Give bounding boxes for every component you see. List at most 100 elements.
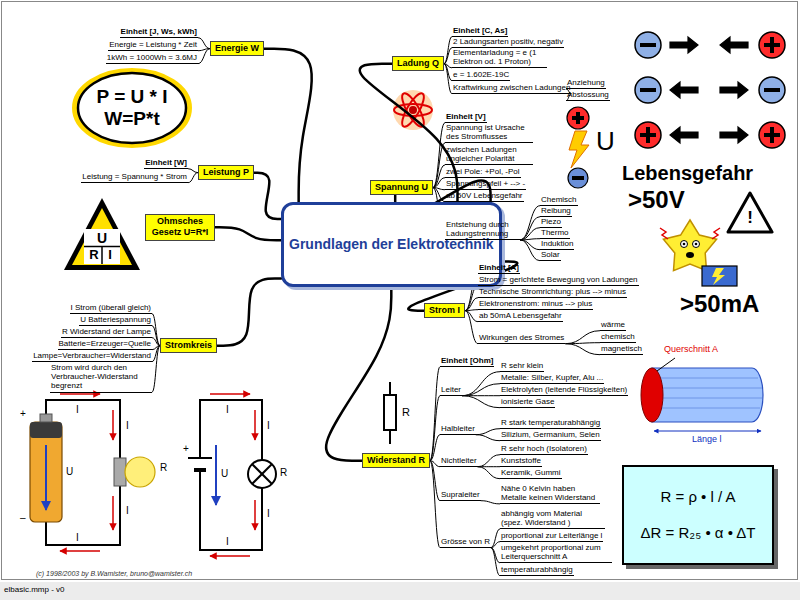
- branch-leaf: Anziehung: [566, 78, 606, 89]
- ellipse-halo: [75, 71, 189, 145]
- leader-line: [433, 123, 445, 188]
- branch-leaf: Grösse von R: [440, 537, 491, 548]
- circuit-label: R: [280, 467, 287, 478]
- leader-line: [152, 314, 160, 346]
- conductor-cylinder: [641, 358, 763, 431]
- leader-line: [430, 461, 440, 501]
- warning-sign: [728, 193, 772, 232]
- branch-box: Spannung U: [370, 180, 433, 195]
- warning-text: Lebensgefahr: [622, 162, 753, 185]
- branch-title: Strom I: [429, 305, 460, 316]
- branch-title: Spannung U: [375, 182, 428, 193]
- leader-line: [520, 217, 540, 240]
- triangle-fill: [72, 208, 132, 265]
- ellipse-outline: [78, 73, 186, 143]
- circuit-label: +: [20, 408, 26, 419]
- leader-line: [476, 435, 500, 441]
- triangle-panel: [84, 229, 120, 264]
- force-arrow: [720, 82, 748, 98]
- triangle-letter: I: [102, 247, 118, 263]
- branch-leaf: Keramik, Gummi: [500, 468, 562, 479]
- circuit-label: U: [66, 466, 73, 477]
- leader-line: [491, 529, 500, 548]
- leader-line: [476, 429, 500, 435]
- branch-leaf: Silizium, Germanium, Selen: [500, 430, 601, 441]
- branch-leaf: Energie = Leistung * Zeit: [108, 40, 198, 51]
- dimension-label: Länge l: [692, 434, 722, 444]
- positive-charge: [759, 122, 785, 148]
- leader-line: [478, 455, 500, 467]
- branch-line: [326, 287, 391, 461]
- circuit-label: +: [183, 443, 189, 454]
- leader-line: [152, 346, 160, 392]
- branch-leaf: umgekehrt proportional zum Leiterquersch…: [500, 543, 612, 563]
- leader-line: [520, 240, 540, 250]
- unit-leaf: Einheit [A]: [478, 263, 520, 274]
- branch-leaf: zwei Pole: +Pol, -Pol: [445, 167, 521, 178]
- branch-leaf: Metalle: Silber, Kupfer, Alu ...: [500, 373, 604, 384]
- branch-title: Leistung P: [203, 167, 249, 178]
- branch-leaf: Elementarladung = e (1 Elektron od. 1 Pr…: [452, 48, 547, 68]
- battery-circuit: [30, 394, 155, 551]
- branch-leaf: R Widerstand der Lampe: [61, 327, 152, 338]
- ohm-triangle: URI: [62, 196, 142, 272]
- warning-value: >50mA: [680, 291, 759, 317]
- force-arrow: [670, 37, 698, 53]
- unit-leaf: Einheit [Ohm]: [440, 356, 494, 367]
- branch-title: Ladung Q: [397, 58, 439, 69]
- circuit-label: I: [226, 404, 229, 415]
- branch-leaf: Elektrolyten (leitende Flüssigkeiten): [500, 385, 628, 396]
- divider-line: [101, 247, 103, 265]
- positive-charge: [759, 32, 785, 58]
- branch-leaf: Solar: [540, 250, 561, 261]
- warning-mark: !: [745, 208, 755, 228]
- unit-leaf: Einheit [W]: [144, 158, 188, 169]
- branch-title: Stromkreis: [165, 340, 212, 351]
- branch-leaf: Reibung: [540, 206, 572, 217]
- unit-leaf: Einheit [C, As]: [452, 26, 508, 37]
- leader-line: [433, 143, 445, 188]
- triangle-letter: R: [86, 247, 102, 263]
- leader-line: [520, 228, 540, 240]
- leader-line: [565, 331, 600, 344]
- formula-text: P = U * I: [97, 86, 168, 108]
- branch-title: Widerstand R: [367, 455, 425, 466]
- circuit-label: I: [76, 532, 79, 543]
- branch-leaf: Nichtleiter: [440, 456, 478, 467]
- resistor-symbol: [384, 382, 396, 444]
- branch-box: Ladung Q: [392, 56, 444, 71]
- branch-lines: [215, 49, 517, 461]
- leader-line: [462, 396, 500, 408]
- formula-text: W=P*t: [104, 108, 159, 130]
- negative-charge: [635, 32, 661, 58]
- branch-title: Energie W: [215, 43, 259, 54]
- leader-line: [444, 48, 452, 64]
- branch-leaf: e = 1.602E-19C: [452, 70, 510, 81]
- leader-line: [444, 37, 452, 64]
- unit-leaf: Einheit [J, Ws, kWh]: [120, 27, 198, 38]
- branch-leaf: Elektronenstrom: minus --> plus: [478, 299, 593, 310]
- branch-leaf: U Batteriespannung: [79, 315, 152, 326]
- branch-leaf: Nähe 0 Kelvin haben Metalle keinen Wider…: [500, 484, 600, 504]
- branch-leaf: Abstossung: [566, 90, 610, 101]
- formula-box: R = ρ • l / AΔR = R₂₅ • α • ΔT: [622, 465, 774, 565]
- force-arrow: [720, 127, 748, 143]
- leader-line: [430, 396, 440, 461]
- branch-leaf: Leistung = Spannung * Strom: [81, 172, 188, 183]
- branch-box: Strom I: [424, 303, 465, 318]
- branch-leaf: temperaturabhängig: [500, 565, 574, 576]
- branch-line: [264, 49, 312, 202]
- leader-line: [433, 165, 445, 188]
- branch-leaf: Chemisch: [540, 195, 578, 206]
- circuit-label: I: [126, 420, 129, 431]
- positive-charge: [635, 122, 661, 148]
- circuit-label: I: [226, 536, 229, 547]
- branch-line: [215, 227, 281, 240]
- leader-line: [462, 384, 500, 396]
- circuit-label: I: [126, 505, 129, 516]
- branch-title: Ohmsches Gesetz U=R*I: [150, 216, 210, 239]
- branch-leaf: Kunststoffe: [500, 456, 542, 467]
- branch-leaf: ab 50mA Lebensgefahr: [478, 311, 563, 322]
- leader-line: [481, 501, 500, 504]
